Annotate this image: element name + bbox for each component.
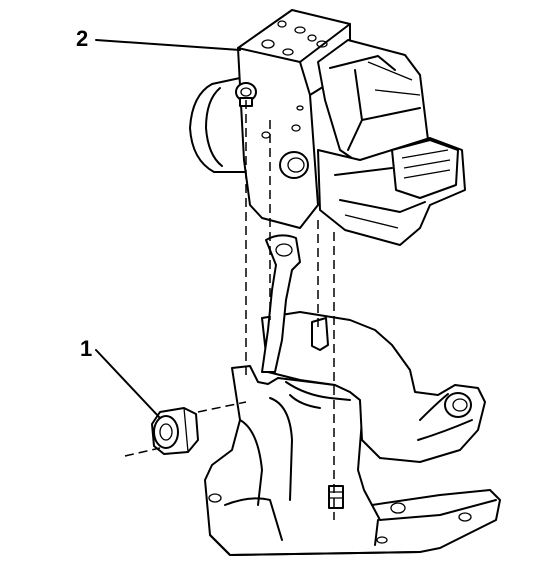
abs-modulator-assembly	[189, 9, 466, 246]
callout-2-leader	[95, 39, 241, 51]
alignment-centerlines	[124, 100, 335, 520]
mounting-bracket	[204, 234, 501, 556]
mounting-nut	[151, 407, 199, 455]
pump-motor	[189, 77, 249, 173]
bracket-stud	[328, 485, 344, 509]
ecu-electrical-connector	[317, 137, 466, 246]
callout-1: 1	[80, 336, 161, 419]
callout-2-label: 2	[76, 26, 88, 51]
callout-1-label: 1	[80, 336, 92, 361]
bracket-mounting-ear	[417, 392, 473, 441]
callout-1-leader	[95, 349, 161, 419]
electronic-control-unit	[317, 39, 429, 166]
callout-2: 2	[76, 26, 241, 51]
